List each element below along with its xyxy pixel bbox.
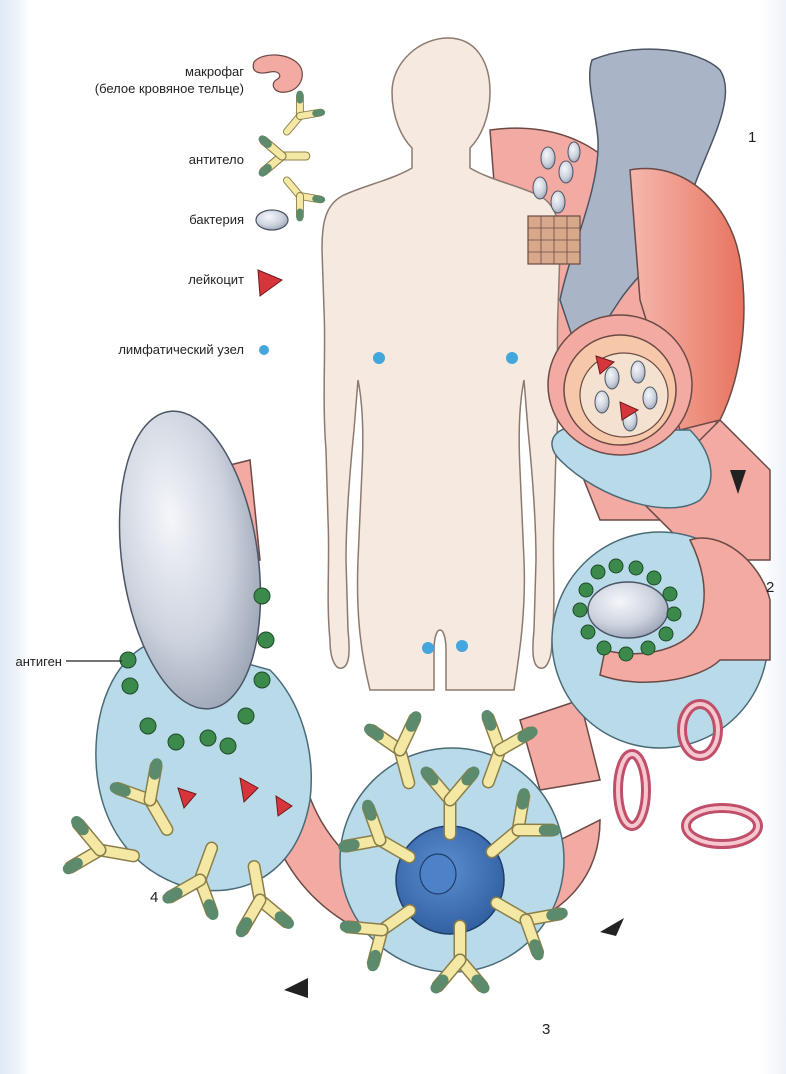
stage-2-macrophage bbox=[552, 532, 770, 844]
flow-arrow bbox=[284, 978, 308, 998]
step-number-2: 2 bbox=[766, 579, 774, 596]
legend-macrophage-label-line2: (белое кровяное тельце) bbox=[95, 81, 244, 96]
antibody-legend-icon bbox=[276, 94, 322, 141]
macrophage-legend-icon bbox=[253, 55, 302, 92]
stage-4-antigen-complex bbox=[68, 402, 311, 932]
lymph-node-dot bbox=[506, 352, 518, 364]
legend: макрофаг (белое кровяное тельце) антител… bbox=[95, 55, 322, 357]
legend-bacteria-label: бактерия bbox=[189, 212, 244, 227]
legend-lymph-node-label: лимфатический узел bbox=[118, 342, 244, 357]
antigen-label: антиген bbox=[16, 654, 63, 669]
legend-macrophage-label-line1: макрофаг bbox=[185, 64, 244, 79]
antibody-legend-icon bbox=[262, 139, 305, 173]
legend-antibody-label: антитело bbox=[189, 152, 244, 167]
lymph-node-legend-icon bbox=[259, 345, 269, 355]
step-number-3: 3 bbox=[542, 1021, 550, 1038]
lymph-node-dot bbox=[422, 642, 434, 654]
flow-arrow bbox=[600, 918, 624, 936]
antibody-legend-icon bbox=[276, 171, 322, 218]
step-number-1: 1 bbox=[748, 129, 756, 146]
step-number-4: 4 bbox=[150, 889, 158, 906]
lymph-node-dot bbox=[456, 640, 468, 652]
leukocyte-legend-icon bbox=[258, 270, 282, 296]
bacteria-legend-icon bbox=[256, 210, 288, 230]
legend-leukocyte-label: лейкоцит bbox=[188, 272, 244, 287]
lymph-node-dot bbox=[373, 352, 385, 364]
